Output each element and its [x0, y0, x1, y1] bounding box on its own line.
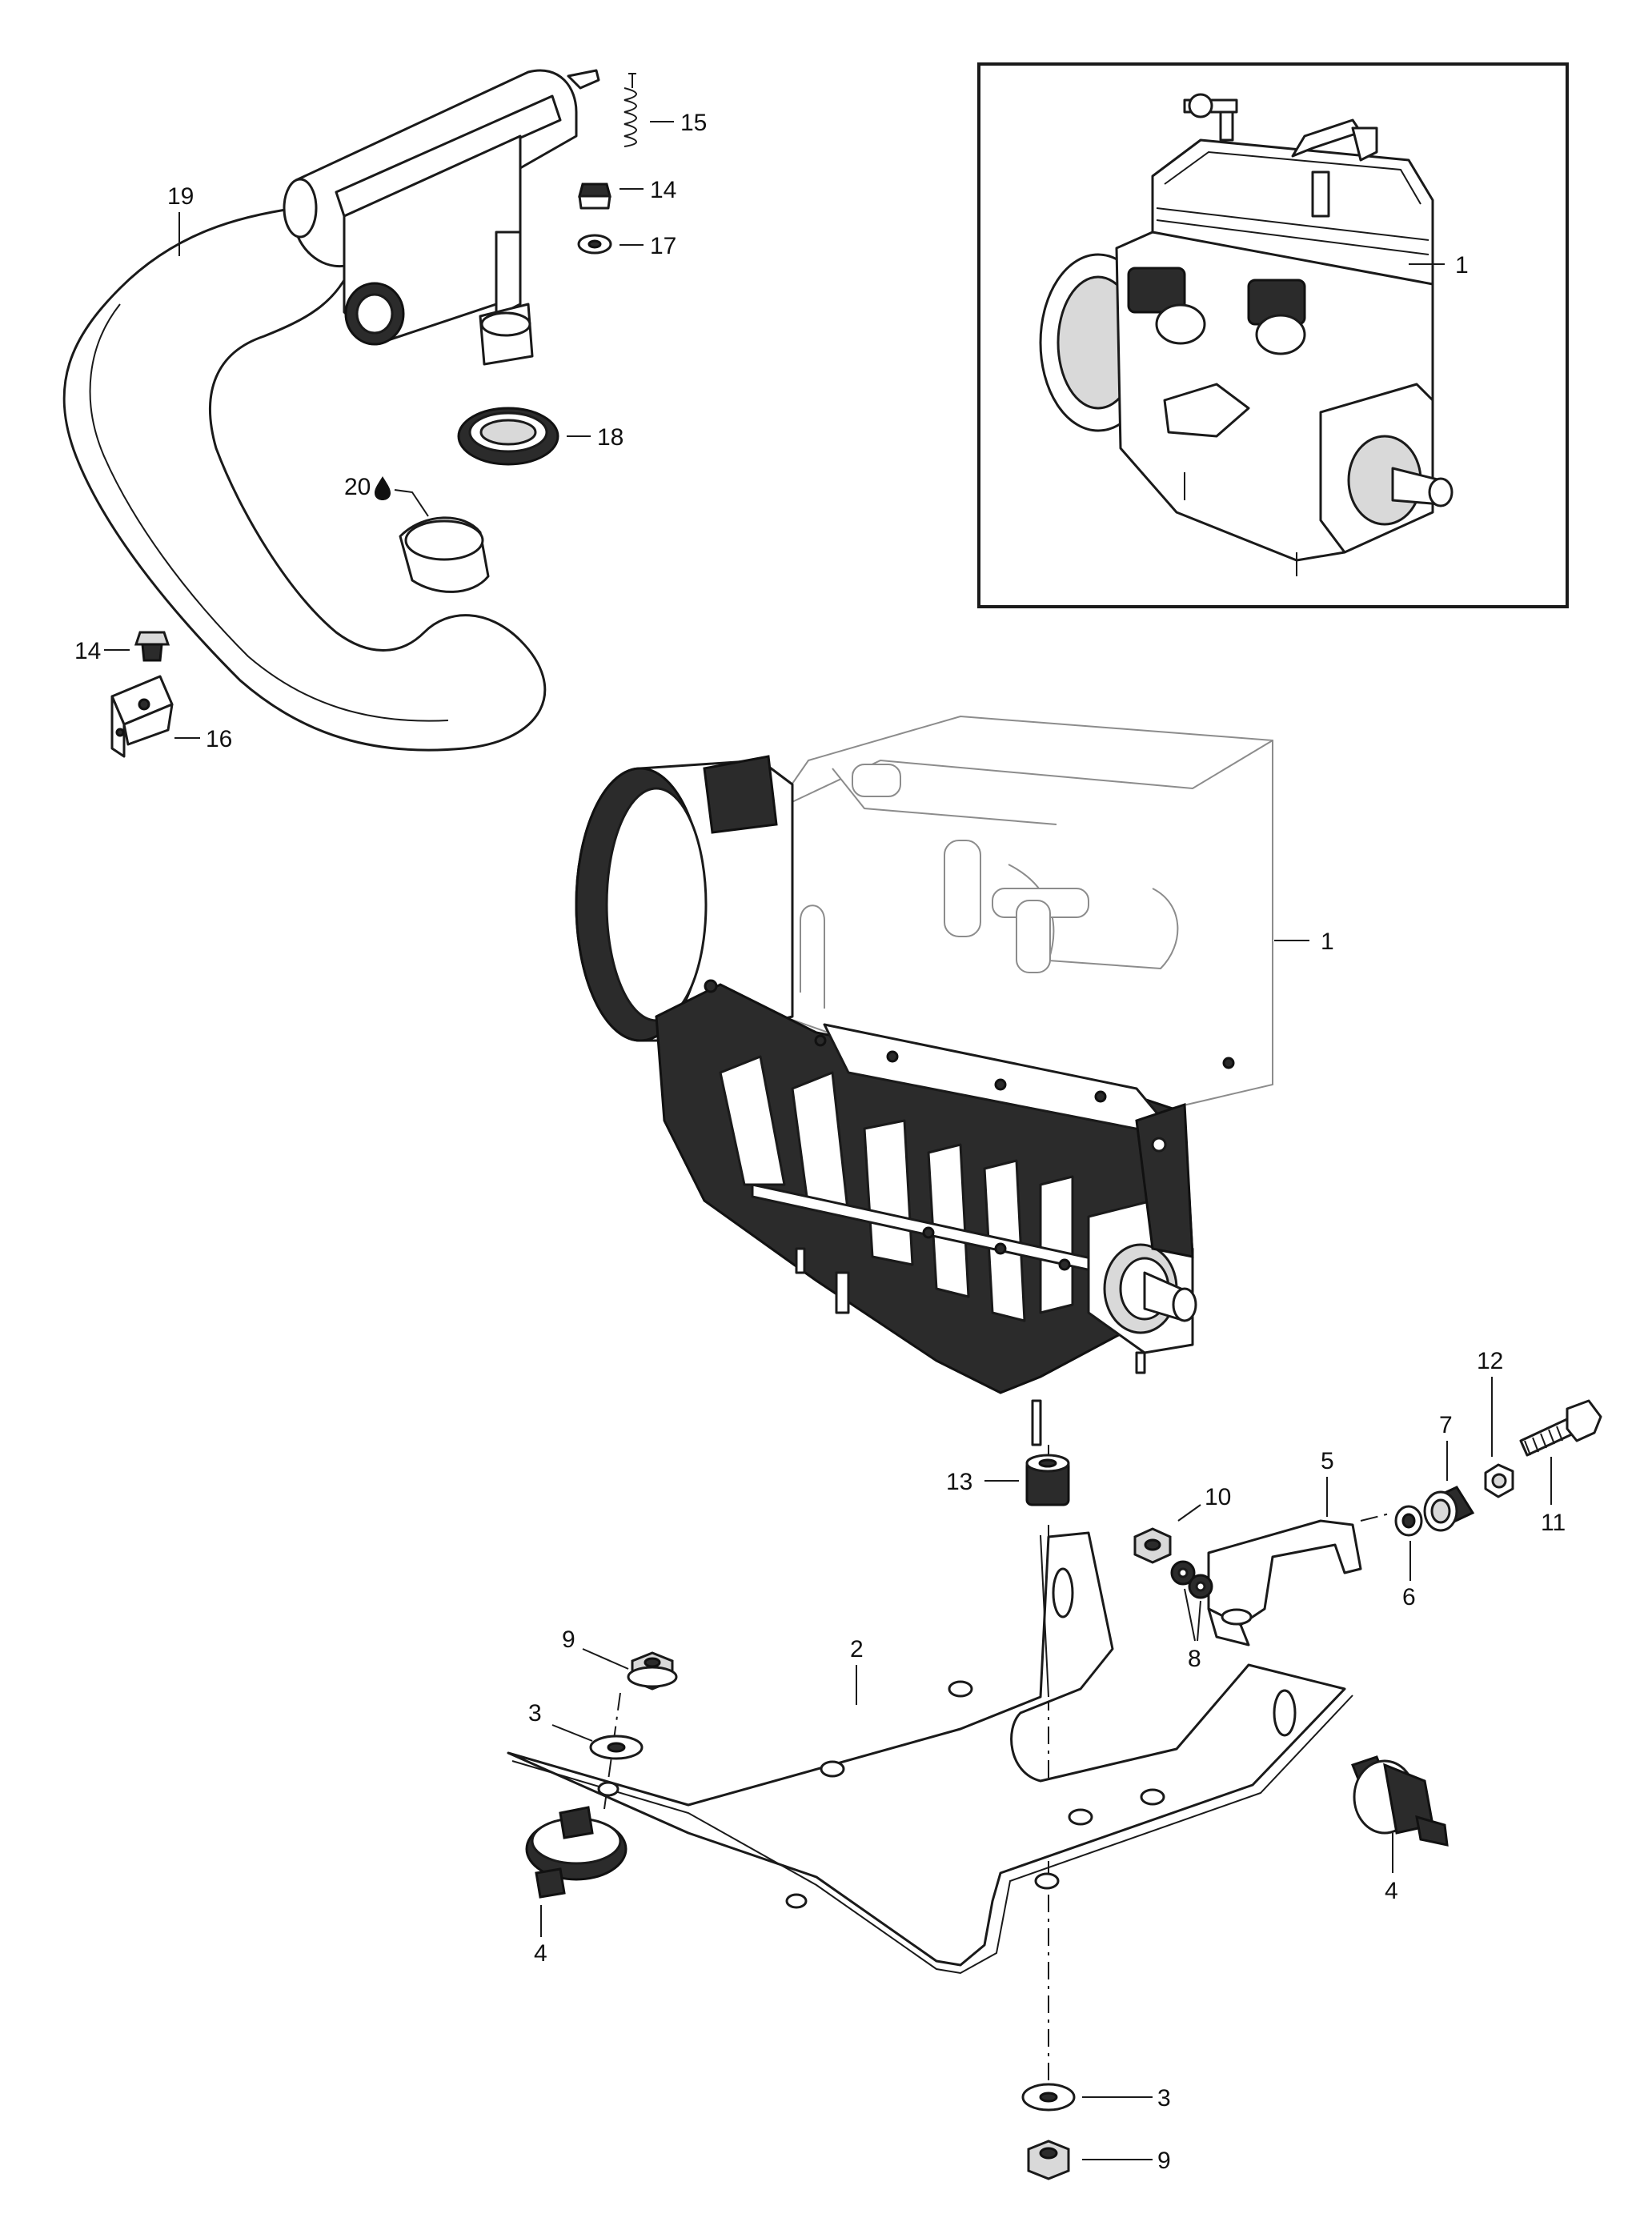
callout-3-lower: 3: [1082, 2085, 1171, 2112]
callout-15: 15: [650, 110, 707, 136]
callout-14-upper: 14: [620, 177, 676, 203]
callout-11: 11: [1541, 1457, 1566, 1536]
main-engine-part: [575, 715, 1273, 1446]
callout-label: 4: [1385, 1878, 1398, 1904]
callout-label: 9: [1157, 2148, 1171, 2174]
lock-washers-part-8: [1170, 1560, 1213, 1599]
callout-4-right: 4: [1385, 1833, 1398, 1904]
callout-label: 14: [650, 177, 676, 203]
callout-label: 1: [1321, 929, 1334, 955]
callout-18: 18: [567, 424, 624, 451]
callout-label: 17: [650, 233, 676, 259]
washer-part-3-lower: [1021, 2083, 1076, 2112]
callout-label: 10: [1205, 1484, 1231, 1510]
spring-part-15: [624, 73, 637, 147]
callout-16: 16: [174, 726, 232, 752]
callout-17: 17: [620, 233, 676, 259]
rubber-mount-part-4-right: [1351, 1755, 1449, 1847]
flange-nut-part-9-upper: [627, 1651, 678, 1691]
callout-14-lower: 14: [74, 638, 130, 664]
callout-6: 6: [1402, 1541, 1416, 1610]
callout-label: 14: [74, 638, 101, 664]
bracket-part-16: [110, 675, 174, 758]
callout-10: 10: [1177, 1484, 1231, 1522]
callout-label: 8: [1188, 1646, 1201, 1672]
mount-sleeve-part-7: [1423, 1486, 1475, 1532]
callout-1-inset: 1: [1409, 252, 1469, 279]
callout-13: 13: [946, 1469, 1019, 1495]
callout-label: 19: [167, 183, 194, 210]
callout-label: 16: [206, 726, 232, 752]
callout-4-left: 4: [534, 1905, 547, 1967]
callout-label: 9: [562, 1626, 575, 1653]
callout-5: 5: [1321, 1448, 1334, 1517]
callout-9-lower: 9: [1082, 2148, 1171, 2174]
washer-part-17: [577, 234, 612, 255]
callout-20: 20: [344, 474, 429, 517]
tuned-pipe-part: [62, 69, 600, 752]
spacer-part-13: [1025, 1454, 1070, 1506]
callout-12: 12: [1477, 1348, 1503, 1457]
bushing-part-6: [1394, 1505, 1423, 1537]
callout-label: 11: [1541, 1510, 1566, 1536]
callout-label: 6: [1402, 1584, 1416, 1610]
oil-drop-icon: [375, 476, 391, 500]
callout-label: 15: [680, 110, 707, 136]
callout-3-upper: 3: [528, 1700, 593, 1742]
mounting-plate-part-2: [507, 1531, 1353, 1975]
callout-1-main: 1: [1274, 929, 1334, 955]
callout-label: 4: [534, 1940, 547, 1967]
callout-label: 1: [1455, 252, 1469, 279]
nut-part-12: [1484, 1463, 1514, 1498]
callout-8: 8: [1184, 1588, 1201, 1672]
bolt-part-11: [1519, 1399, 1602, 1457]
rubber-mount-part-4-left: [525, 1806, 628, 1899]
washer-part-3-upper: [589, 1735, 644, 1760]
callout-label: 18: [597, 424, 624, 451]
callout-label: 2: [850, 1636, 864, 1662]
inset-engine-part: [1039, 93, 1454, 576]
assembly-centerline-right: [1360, 1512, 1393, 1522]
grommet-part-14-lower: [134, 631, 170, 662]
bracket-part-5: [1207, 1519, 1362, 1646]
nut-part-10: [1133, 1527, 1172, 1564]
callout-9-upper: 9: [562, 1626, 629, 1670]
callout-label: 13: [946, 1469, 972, 1495]
callout-label: 3: [528, 1700, 542, 1727]
seal-ring-part-18: [457, 407, 559, 466]
callout-label: 20: [344, 474, 371, 500]
callout-label: 3: [1157, 2085, 1171, 2112]
callout-7: 7: [1439, 1412, 1453, 1481]
callout-label: 12: [1477, 1348, 1503, 1374]
grommet-part-14-upper: [578, 182, 611, 210]
callout-label: 5: [1321, 1448, 1334, 1474]
callout-label: 7: [1439, 1412, 1453, 1438]
callout-2: 2: [850, 1636, 864, 1705]
callout-19: 19: [167, 183, 194, 256]
flange-nut-part-9-lower: [1027, 2140, 1070, 2180]
